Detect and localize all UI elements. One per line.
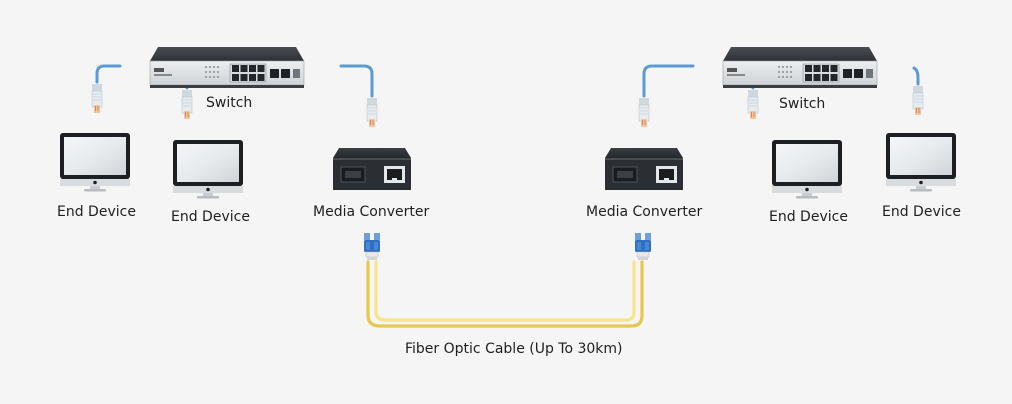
rj45-connector-icon (747, 89, 759, 120)
rj45-connector-icon (638, 97, 650, 128)
end-device-4-monitor-icon (886, 133, 956, 192)
end-device-3-label: End Device (769, 209, 848, 225)
end-device-1-label: End Device (57, 204, 136, 220)
media-converter-left-label: Media Converter (313, 204, 430, 220)
end-device-2-label: End Device (171, 209, 250, 225)
lc-fiber-connector-icon (363, 232, 381, 261)
switch-left-label: Switch (206, 95, 253, 111)
end-device-1-monitor-icon (60, 133, 130, 192)
cable-right-end-device-4 (912, 66, 920, 86)
lc-fiber-connector-icon (634, 232, 652, 261)
switch-left-icon (149, 46, 305, 89)
fiber-optic-cable (366, 260, 644, 328)
cable-right-media-converter (642, 64, 695, 98)
media-converter-right-icon (604, 147, 684, 191)
end-device-4-label: End Device (882, 204, 961, 220)
switch-right-icon (722, 46, 878, 89)
rj45-connector-icon (91, 83, 103, 114)
cable-left-end-device-1 (95, 64, 122, 84)
media-converter-right-label: Media Converter (586, 204, 703, 220)
switch-right-label: Switch (779, 96, 826, 112)
rj45-connector-icon (181, 89, 193, 120)
rj45-connector-icon (912, 85, 924, 116)
rj45-connector-icon (366, 97, 378, 128)
cable-left-media-converter (339, 64, 374, 98)
media-converter-left-icon (332, 147, 412, 191)
fiber-cable-label: Fiber Optic Cable (Up To 30km) (405, 341, 623, 357)
end-device-2-monitor-icon (173, 140, 243, 199)
end-device-3-monitor-icon (772, 140, 842, 199)
